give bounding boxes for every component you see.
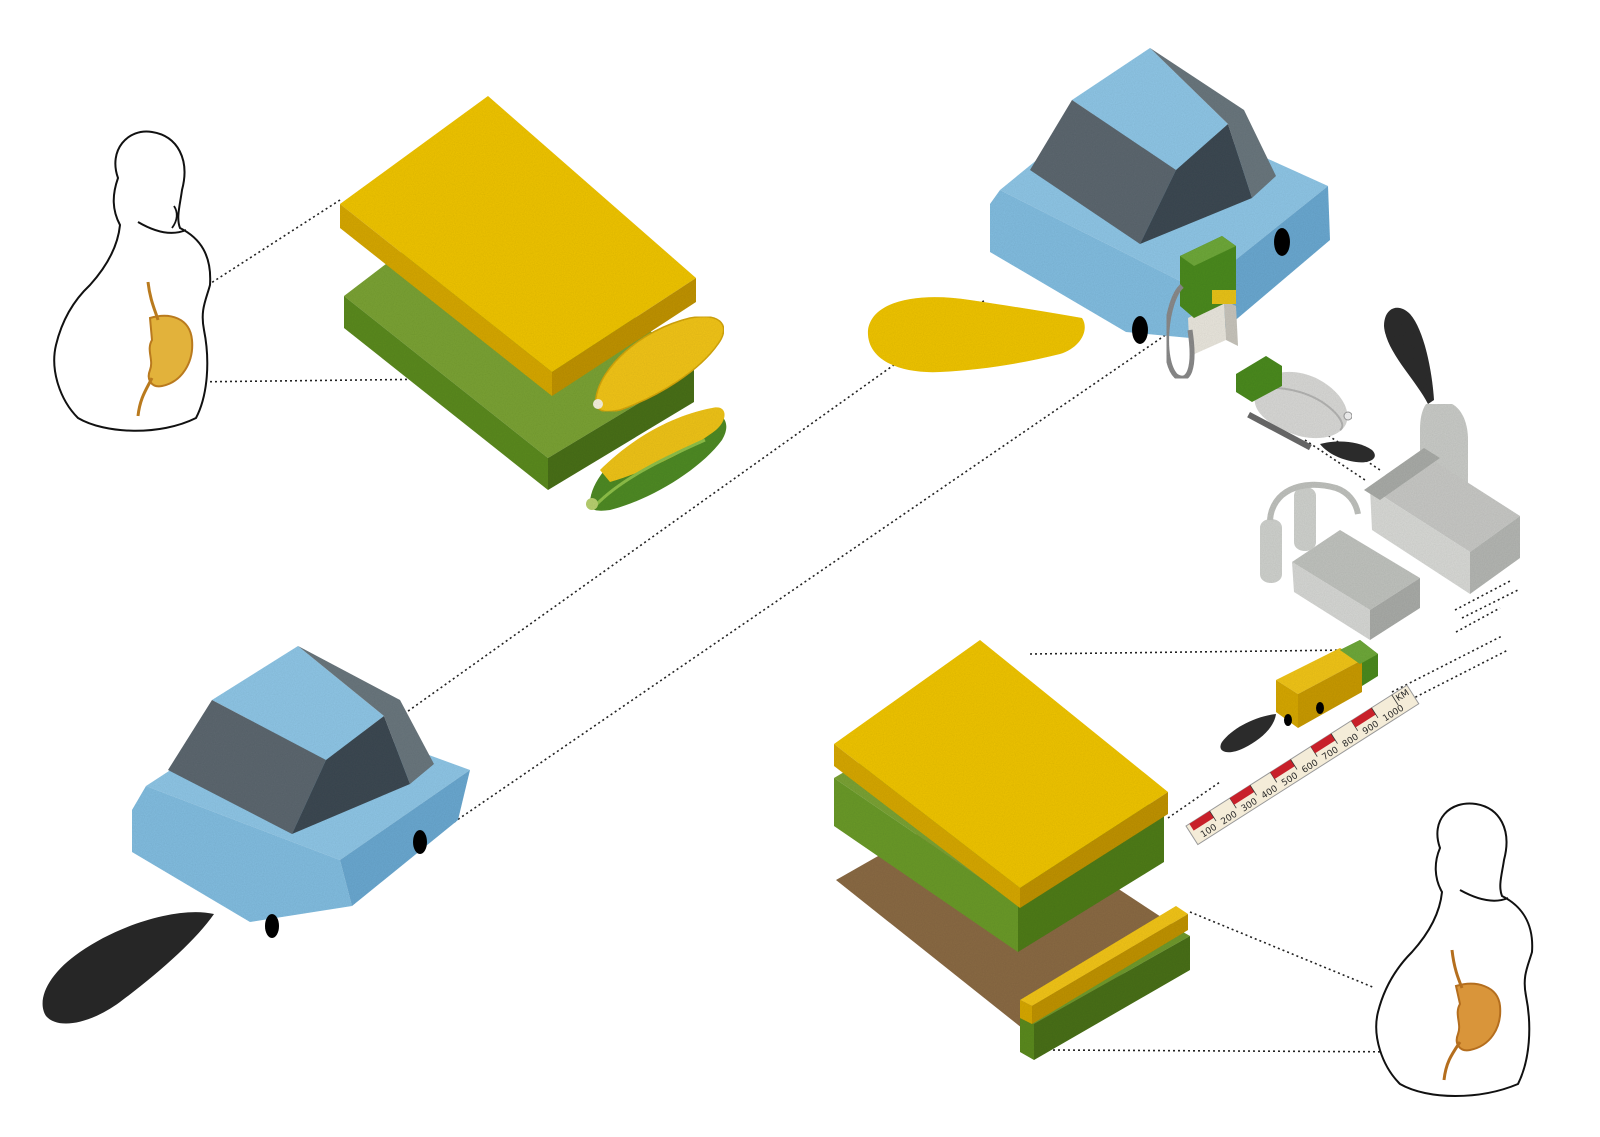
connector-refinery-lines-1 <box>1454 579 1513 611</box>
corn-cob-husk-icon <box>586 407 727 511</box>
connector-strip-to-person <box>1189 911 1376 989</box>
person-silhouette-icon-right <box>1375 802 1534 1097</box>
connector-refinery-to-truck-2 <box>1401 649 1509 705</box>
green-layer-side-left <box>344 296 548 490</box>
ruler-tick <box>1249 784 1257 796</box>
connector-tanker-to-refinery-2 <box>1304 439 1366 481</box>
connector-car-to-car <box>424 257 1279 843</box>
connector-strip-to-stomach <box>1047 1049 1421 1053</box>
ruler-segment <box>1270 759 1295 780</box>
car-icon-top <box>990 48 1330 344</box>
exhaust-smoke-icon-chimney <box>1384 307 1434 404</box>
fuel-pump-icon <box>1164 236 1238 381</box>
connector-refinery-lines-2 <box>1461 589 1519 619</box>
connector-refinery-to-truck-1 <box>1391 635 1503 693</box>
field-stack-land-use <box>834 640 1190 1060</box>
ruler-segment <box>1351 707 1376 728</box>
green-layer-side-right <box>548 370 694 490</box>
delivery-truck-icon <box>1276 640 1378 728</box>
connector-field-to-ruler <box>1167 781 1221 819</box>
ruler-tick <box>1290 759 1298 770</box>
ruler-tick <box>1209 810 1217 822</box>
connector-field-to-truck <box>1029 649 1351 655</box>
person-silhouette-icon-left <box>53 130 212 432</box>
exhaust-smoke-icon-tanker <box>1320 441 1375 463</box>
ruler-segment <box>1189 810 1214 831</box>
yellow-layer-side-left <box>340 204 552 396</box>
ruler-segments <box>1189 694 1399 831</box>
refinery-icon <box>1260 307 1520 640</box>
biofuel-puddle <box>867 297 1085 373</box>
connector-car-to-biofuel <box>403 299 986 715</box>
ruler-segment <box>1310 733 1336 754</box>
connector-refinery-lines-3 <box>1455 607 1501 633</box>
car-icon-bottom <box>132 646 470 938</box>
tanker-truck-icon <box>1236 356 1353 451</box>
person-neck-line <box>137 221 187 234</box>
stomach-icon-right <box>1442 949 1502 1081</box>
ruler-tick <box>1330 733 1338 744</box>
connector-person-to-field <box>207 199 341 286</box>
stomach-icon <box>136 281 194 417</box>
yellow-layer-side-right <box>552 278 696 396</box>
ruler-tick <box>1371 707 1379 719</box>
exhaust-smoke-icon-truck <box>1220 714 1276 753</box>
field-stack-corn <box>340 96 696 490</box>
yellow-layer-top <box>340 96 696 372</box>
ruler-segment <box>1229 785 1255 805</box>
ruler-tick <box>1391 694 1399 706</box>
exhaust-smoke-icon-car <box>42 912 214 1024</box>
corn-cob-icon <box>593 316 725 413</box>
